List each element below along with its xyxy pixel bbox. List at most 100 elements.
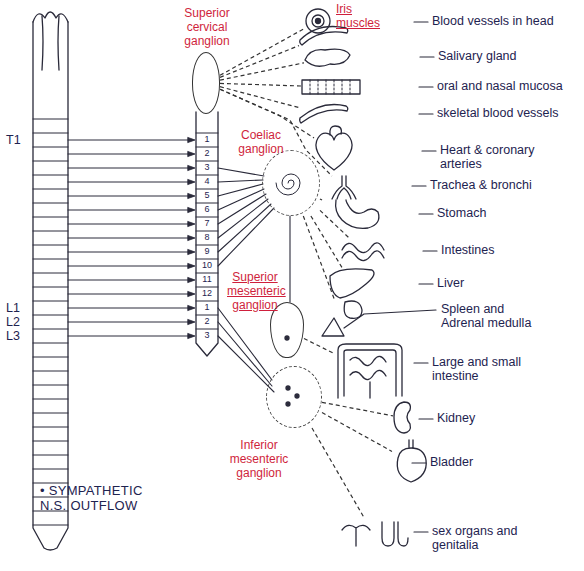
organ-label: Salivary gland	[438, 49, 578, 63]
organ-node: Heart & coronary arteries	[314, 131, 354, 171]
chain-dividers	[196, 133, 218, 329]
fiber-lines	[68, 140, 193, 336]
adrenal-icon	[322, 318, 344, 336]
organ-icons	[300, 9, 427, 546]
ganglion-label: Superior mesenteric ganglion	[227, 271, 283, 312]
ganglion-node: Superior cervical ganglion	[192, 52, 220, 114]
cord-inner	[42, 16, 59, 70]
postganglionic-fiber	[303, 216, 334, 300]
organ-node: skeletal blood vessels	[299, 102, 347, 126]
segment-number: 2	[196, 149, 218, 158]
organ-label: Intestines	[441, 243, 581, 257]
preganglionic-fibers	[68, 138, 195, 339]
segment-number: 2	[196, 317, 218, 326]
organ-node: oral and nasal mucosa	[301, 78, 361, 96]
segment-label: T1	[6, 133, 32, 147]
ganglion-dot	[286, 402, 290, 406]
segment-number: 1	[196, 303, 218, 312]
coeliac-spiral	[276, 174, 300, 195]
organ-node: Kidney	[393, 402, 415, 434]
postganglionic-fiber	[322, 413, 392, 452]
organ-label: Liver	[437, 276, 577, 290]
segment-number: 1	[196, 135, 218, 144]
small-intestine-icon	[350, 356, 386, 398]
segment-number: 11	[196, 275, 218, 284]
organ-label: Heart & coronary arteries	[440, 143, 556, 172]
ganglion-node: Superior mesenteric ganglion	[270, 302, 304, 358]
postganglionic-fiber	[220, 87, 299, 108]
organ-node: Blood vessels in head	[299, 24, 347, 48]
organ-node: Liver	[328, 268, 376, 300]
segment-number: 7	[196, 219, 218, 228]
organ-node: Intestines	[340, 238, 386, 264]
eye-pupil	[316, 19, 321, 24]
postganglionic-fiber	[220, 63, 304, 80]
segment-number: 10	[196, 261, 218, 270]
postganglionic-fiber	[311, 216, 342, 268]
segment-label: L1	[6, 301, 32, 315]
ganglion-label: Coeliac ganglion	[233, 129, 289, 157]
eye-iris	[312, 15, 324, 27]
sympathetic-chain	[196, 112, 218, 356]
postganglionic-fiber	[322, 402, 393, 416]
organ-label: Trachea & bronchi	[430, 178, 570, 192]
organ-label: oral and nasal mucosa	[437, 79, 582, 93]
organ-label: Iris muscles	[336, 3, 380, 31]
postganglionic-fiber	[312, 428, 364, 518]
organ-label: skeletal blood vessels	[437, 106, 582, 120]
segment-number: 3	[196, 331, 218, 340]
organ-node: Salivary gland	[304, 47, 351, 69]
heart-icon	[316, 133, 352, 170]
stomach-icon	[336, 200, 379, 228]
spleen-icon	[344, 301, 362, 318]
organ-node: sex organs and genitalia	[340, 518, 406, 548]
label-leaders	[344, 22, 437, 532]
mucosa-stripes	[310, 80, 350, 94]
organ-node: Spleen and Adrenal medulla	[318, 300, 366, 340]
segment-number: 12	[196, 289, 218, 298]
ganglion-dot	[286, 386, 290, 390]
trachea-icon	[332, 176, 356, 199]
sex-organs-icon	[342, 522, 408, 546]
organ-node: Large and small intestine	[335, 342, 403, 400]
liver-icon	[330, 269, 374, 298]
leader-line	[344, 22, 437, 532]
organ-label: Blood vessels in head	[432, 14, 580, 28]
organ-label: Spleen and Adrenal medulla	[441, 302, 546, 331]
cord-top	[33, 12, 68, 22]
aorta-icon	[330, 126, 342, 135]
lumbar-fibers	[218, 308, 274, 392]
organ-label: Large and small intestine	[432, 355, 544, 384]
fiber-arrowheads	[188, 138, 195, 339]
skeletal-vessels-icon	[300, 105, 348, 124]
organ-label: Stomach	[437, 206, 577, 220]
ganglion-label: Superior cervical ganglion	[173, 7, 241, 48]
cord-segments	[33, 119, 68, 525]
coeliac-fibers	[218, 168, 274, 266]
postganglionic-fiber	[304, 339, 335, 355]
ganglion-node: Inferior mesenteric ganglion	[266, 366, 322, 428]
large-intestine-icon	[338, 344, 402, 398]
spinal-cord	[33, 12, 68, 550]
chain-outline	[196, 112, 218, 356]
ganglion-dot	[295, 394, 299, 398]
ganglion-label: Inferior mesenteric ganglion	[223, 439, 295, 480]
diagram-note: • SYMPATHETIC N.S. OUTFLOW	[40, 484, 158, 514]
segment-number: 4	[196, 177, 218, 186]
salivary-gland-icon	[305, 49, 350, 66]
mucosa-icon	[302, 80, 360, 94]
organ-node: Stomach	[322, 199, 380, 233]
segment-label: L3	[6, 329, 32, 343]
postganglionic-fiber	[320, 199, 322, 200]
segment-number: 9	[196, 247, 218, 256]
segment-number: 6	[196, 205, 218, 214]
organ-node: Trachea & bronchi	[330, 176, 358, 200]
intestines-icon	[342, 243, 384, 261]
postganglionic-fiber	[220, 46, 299, 78]
cord-outline	[33, 22, 68, 550]
postganglionic-fiber	[320, 210, 349, 238]
postganglionic-fiber	[220, 28, 305, 75]
segment-number: 8	[196, 233, 218, 242]
